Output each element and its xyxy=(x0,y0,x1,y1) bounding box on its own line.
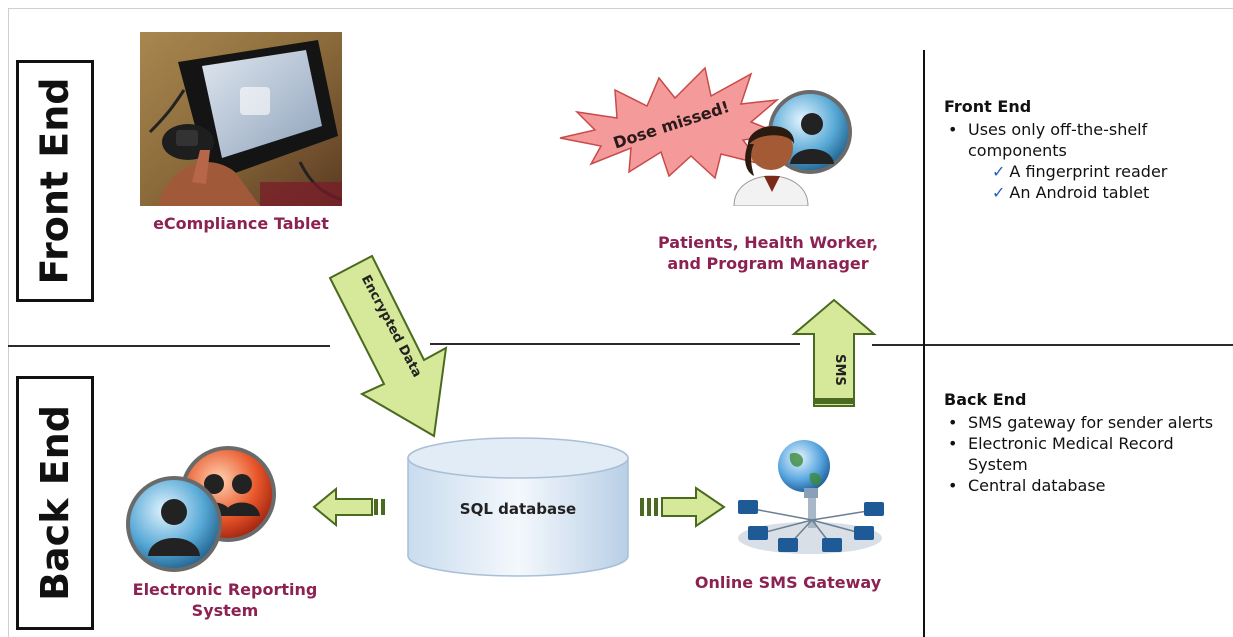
check-icon: ✓ xyxy=(992,162,1006,181)
sms-arrow: SMS xyxy=(791,298,877,407)
panel-divider xyxy=(923,50,925,637)
section-divider-mid xyxy=(430,343,800,345)
reporting-caption: Electronic Reporting System xyxy=(110,579,340,621)
burst-icon: Dose missed! xyxy=(559,66,784,180)
patients-caption-line1: Patients, Health Worker, xyxy=(657,233,879,252)
tablet-photo-icon xyxy=(140,32,343,206)
frame-top-line xyxy=(8,8,1233,9)
back-end-panel: Back End SMS gateway for sender alerts E… xyxy=(944,389,1214,496)
front-end-side-label: Front End xyxy=(16,60,94,302)
frame-left-line xyxy=(8,8,9,637)
back-end-list: SMS gateway for sender alerts Electronic… xyxy=(944,412,1214,496)
user-avatar-icon xyxy=(733,90,852,206)
front-end-panel: Front End Uses only off-the-shelf compon… xyxy=(944,96,1214,203)
section-divider-right xyxy=(872,344,1233,346)
section-divider-left xyxy=(8,345,330,347)
sms-gateway-caption: Online SMS Gateway xyxy=(694,573,882,592)
back-end-bullet-1: SMS gateway for sender alerts xyxy=(948,412,1214,433)
database-label: SQL database xyxy=(460,500,576,518)
front-end-check-2: ✓An Android tablet xyxy=(958,182,1214,203)
check-icon: ✓ xyxy=(992,183,1006,202)
tablet-caption: eCompliance Tablet xyxy=(153,214,329,233)
front-end-list: Uses only off-the-shelf components ✓A fi… xyxy=(944,119,1214,203)
front-end-check-1-text: A fingerprint reader xyxy=(1009,162,1168,181)
encrypted-data-arrow: Encrypted Data xyxy=(328,254,448,438)
patients-caption-line2: and Program Manager xyxy=(667,254,869,273)
patients-caption: Patients, Health Worker, and Program Man… xyxy=(633,232,903,274)
back-end-bullet-3: Central database xyxy=(948,475,1214,496)
back-end-side-text: Back End xyxy=(33,405,78,601)
sms-label: SMS xyxy=(832,354,847,386)
front-end-check-2-text: An Android tablet xyxy=(1009,183,1150,202)
group-avatar-icon xyxy=(126,446,276,572)
network-globe-icon xyxy=(738,440,884,554)
front-end-bullet: Uses only off-the-shelf components xyxy=(948,119,1214,161)
back-end-side-label: Back End xyxy=(16,376,94,630)
database-cylinder-icon: SQL database xyxy=(407,437,629,577)
db-to-gateway-arrow xyxy=(640,486,726,528)
back-end-bullet-2: Electronic Medical Record System xyxy=(948,433,1214,475)
front-end-panel-title: Front End xyxy=(944,97,1032,116)
reporting-caption-line2: System xyxy=(191,601,259,620)
front-end-check-1: ✓A fingerprint reader xyxy=(958,161,1214,182)
back-end-panel-title: Back End xyxy=(944,390,1027,409)
front-end-side-text: Front End xyxy=(33,77,78,285)
reporting-caption-line1: Electronic Reporting xyxy=(132,580,318,599)
db-to-reporting-arrow xyxy=(312,486,385,528)
